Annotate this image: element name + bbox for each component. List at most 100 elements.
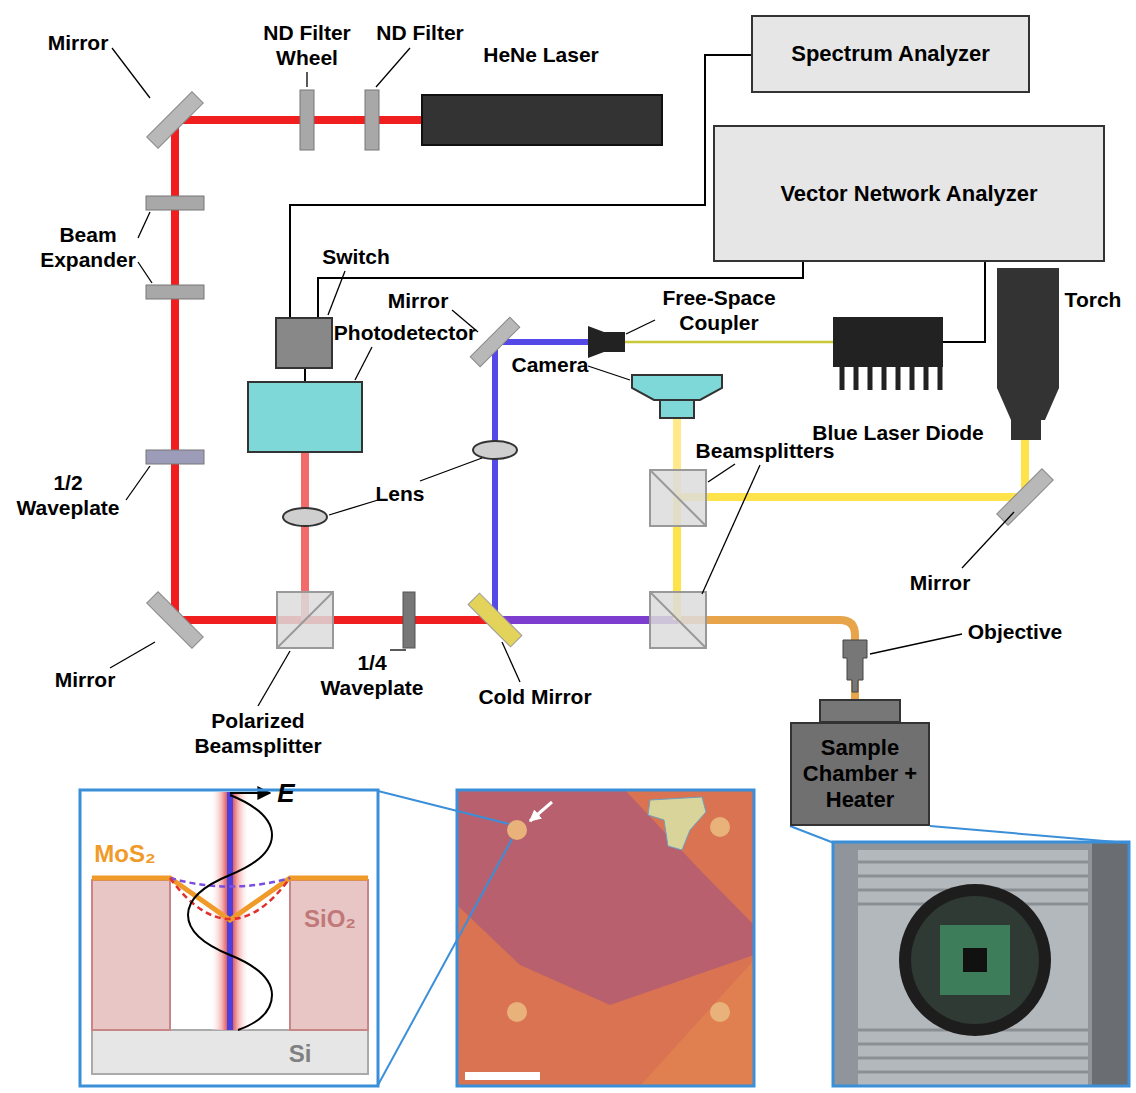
leader-lines bbox=[138, 212, 150, 238]
field-wave bbox=[188, 795, 272, 1030]
wire bbox=[304, 368, 306, 382]
component-label: HeNe Laser bbox=[483, 42, 599, 67]
micrograph bbox=[457, 790, 754, 1086]
diode-pins bbox=[882, 367, 887, 390]
blue-laser-diode bbox=[833, 317, 943, 367]
box-title: Vector Network Analyzer bbox=[780, 181, 1037, 207]
silicon-substrate bbox=[92, 1030, 368, 1074]
cross-section-inset bbox=[80, 790, 378, 1086]
component-label: Camera bbox=[511, 352, 588, 377]
component-label: Mirror bbox=[55, 667, 116, 692]
component-label: Objective bbox=[968, 619, 1063, 644]
leader-lines bbox=[306, 72, 307, 87]
component-label: Mirror bbox=[388, 288, 449, 313]
drum-hole bbox=[507, 820, 527, 840]
leader-lines bbox=[626, 320, 655, 334]
leader-lines bbox=[355, 347, 372, 380]
instrument-box: Vector Network Analyzer bbox=[713, 125, 1105, 262]
chamber-housing bbox=[858, 850, 1088, 1086]
half-waveplate bbox=[146, 450, 204, 464]
camera bbox=[660, 400, 694, 418]
leader-lines bbox=[110, 642, 155, 668]
box-title: Sample Chamber + Heater bbox=[798, 735, 922, 813]
housing-fins bbox=[858, 1043, 1088, 1046]
torch bbox=[1011, 420, 1041, 440]
mirror bbox=[997, 469, 1054, 526]
blue-beam bbox=[495, 342, 590, 620]
material-label: MoS₂ bbox=[94, 840, 155, 868]
zoom-lines bbox=[930, 826, 1128, 843]
component-label: ND Filter Wheel bbox=[247, 20, 367, 70]
field-symbol: E bbox=[277, 778, 294, 808]
sample-chamber: Sample Chamber + Heater bbox=[790, 722, 930, 826]
instrument-box: Spectrum Analyzer bbox=[751, 15, 1030, 93]
housing-fins bbox=[858, 862, 1088, 1072]
leader-lines bbox=[702, 465, 760, 594]
optical-fiber bbox=[625, 341, 833, 344]
component-label: Mirror bbox=[48, 30, 109, 55]
drum-hole bbox=[710, 1002, 730, 1022]
component-label: Beamsplitters bbox=[696, 438, 835, 463]
housing-fins bbox=[858, 875, 1088, 878]
chamber-photo-inset bbox=[833, 842, 1129, 1086]
leader-lines bbox=[126, 466, 150, 500]
component-label: Cold Mirror bbox=[478, 684, 591, 709]
leader-lines bbox=[138, 262, 152, 283]
component-label: Beam Expander bbox=[31, 222, 146, 272]
diode-pins bbox=[938, 367, 943, 390]
torch bbox=[997, 388, 1059, 420]
component-label: Photodetector bbox=[334, 320, 476, 345]
red-beam bbox=[175, 120, 495, 620]
beamsplitter bbox=[650, 592, 706, 648]
inset-ground bbox=[80, 790, 378, 1086]
diode-pins bbox=[896, 367, 901, 390]
component-label: Torch bbox=[1065, 287, 1122, 312]
hene-laser bbox=[422, 95, 662, 145]
objective bbox=[843, 640, 867, 692]
diode-pins bbox=[842, 367, 940, 390]
wire bbox=[943, 262, 985, 342]
component-label: Mirror bbox=[910, 570, 971, 595]
flake-region bbox=[640, 960, 754, 1086]
cold-mirror bbox=[468, 593, 522, 647]
component-label: Switch bbox=[322, 244, 390, 269]
beamsplitter-diagonal bbox=[650, 592, 706, 648]
lens bbox=[283, 508, 327, 526]
leader-lines bbox=[502, 642, 520, 682]
thick-flake bbox=[648, 797, 706, 850]
housing-fins bbox=[858, 1071, 1088, 1074]
lens bbox=[473, 441, 517, 459]
oxide-layer bbox=[92, 880, 170, 1030]
leader-lines bbox=[328, 271, 345, 315]
leader-lines bbox=[420, 458, 482, 481]
diode-pins bbox=[840, 367, 845, 390]
sample-chip bbox=[963, 948, 987, 972]
zoom-lines bbox=[790, 826, 834, 843]
diode-pins bbox=[868, 367, 873, 390]
field-arrow bbox=[230, 792, 270, 794]
leader-lines bbox=[870, 634, 962, 654]
housing-fins bbox=[858, 1057, 1088, 1060]
stage-hardware bbox=[1092, 842, 1129, 1086]
leader-lines bbox=[588, 366, 630, 380]
beamsplitter-diagonal bbox=[650, 470, 706, 526]
inset-border bbox=[833, 842, 1129, 1086]
drum-hole bbox=[710, 817, 730, 837]
lens-plate bbox=[146, 285, 204, 299]
components bbox=[146, 90, 1059, 722]
leader-lines bbox=[962, 512, 1014, 568]
membrane-deflection bbox=[170, 878, 290, 887]
nd-filter bbox=[365, 90, 379, 150]
component-label: Lens bbox=[375, 481, 424, 506]
switch bbox=[276, 318, 332, 368]
chamber-window bbox=[911, 896, 1039, 1024]
leader-lines bbox=[329, 500, 378, 515]
component-label: Free-Space Coupler bbox=[652, 285, 787, 335]
micrograph-inset bbox=[457, 790, 754, 1086]
polarized-beamsplitter bbox=[277, 592, 333, 648]
component-label: 1/4 Waveplate bbox=[312, 650, 432, 700]
diode-pins bbox=[910, 367, 915, 390]
leader-lines bbox=[112, 48, 150, 98]
camera bbox=[632, 375, 722, 400]
